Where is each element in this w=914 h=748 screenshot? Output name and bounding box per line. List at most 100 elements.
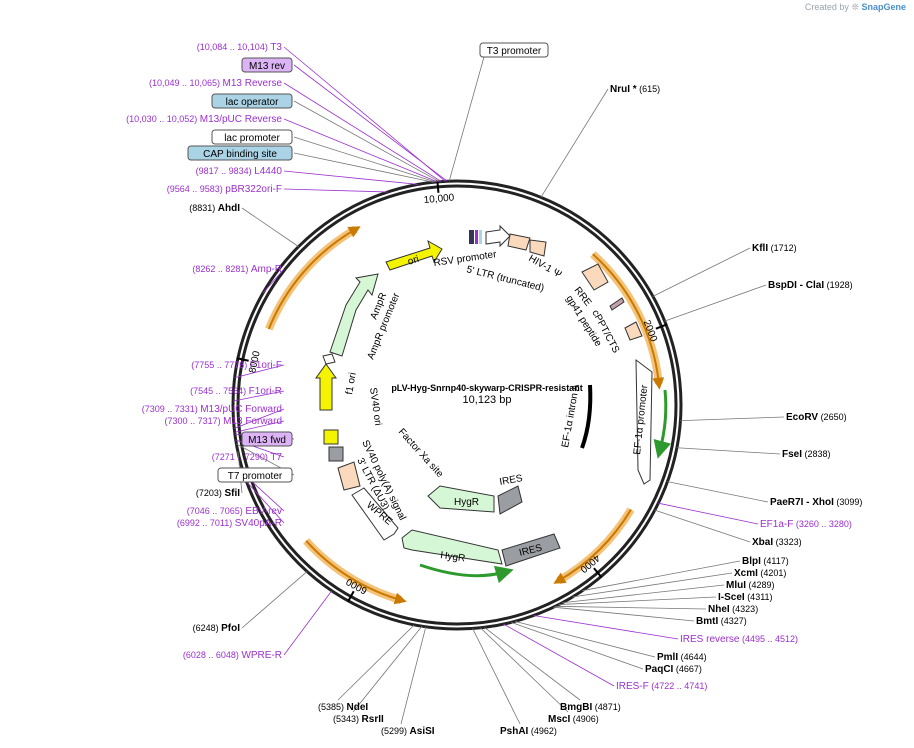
leader-line — [540, 88, 609, 198]
enzyme-label-kfli[interactable]: KflI (1712) — [752, 243, 797, 254]
enzyme-label-pshai[interactable]: PshAI (4962) — [500, 726, 557, 737]
feature-amprprom[interactable] — [322, 353, 336, 365]
feature-wpre[interactable] — [351, 487, 399, 541]
leader-line — [555, 605, 707, 610]
feature-label-cap[interactable]: CAP binding site — [203, 149, 277, 160]
enzyme-label-ndei[interactable]: (5385) NdeI — [318, 702, 368, 713]
primer-label-ebv[interactable]: (7046 .. 7065) EBV-rev — [187, 506, 282, 517]
enzyme-label-nhei[interactable]: NheI (4323) — [708, 604, 758, 615]
backbone-inner-ring — [236, 184, 678, 626]
primer-label-ef1af[interactable]: EF1a-F (3260 .. 3280) — [760, 519, 852, 530]
enzyme-label-pfoi[interactable]: (6248) PfoI — [193, 623, 241, 634]
feature-ltr3[interactable] — [337, 461, 361, 491]
feature-sv40ori[interactable] — [323, 429, 339, 445]
feature-ampr[interactable] — [329, 273, 379, 357]
feature-label-box — [211, 93, 293, 109]
feature-hiv[interactable] — [529, 239, 547, 257]
leader-line — [241, 571, 308, 629]
enzyme-label-bmti[interactable]: BmtI (4327) — [696, 616, 747, 627]
primer-label-f1r[interactable]: (7545 .. 7564) F1ori-R — [190, 386, 282, 397]
enzyme-label-bspdi[interactable]: BspDI - ClaI (1928) — [768, 280, 853, 291]
enzyme-label-nrui[interactable]: NruI * (615) — [610, 84, 660, 95]
orf-arrow — [267, 226, 361, 330]
feature-ef1intron[interactable] — [580, 384, 593, 449]
feature-gp41[interactable] — [609, 297, 625, 311]
leader-line — [503, 623, 615, 687]
feature-f1ori-label: f1 ori — [344, 372, 359, 396]
primer-label-ampr[interactable]: (8262 .. 8281) Amp-R — [192, 264, 282, 275]
feature-green-orf-right — [653, 389, 672, 459]
leader-line — [658, 502, 759, 525]
leader-line — [283, 590, 333, 656]
leader-line — [262, 268, 285, 294]
backbone — [231, 179, 683, 631]
primer-label-m13pf[interactable]: (7309 .. 7331) M13/pUC Forward — [142, 404, 282, 415]
leader-line — [480, 627, 569, 713]
primer-label-iresf[interactable]: IRES-F (4722 .. 4741) — [616, 681, 707, 692]
enzyme-label-paer7i[interactable]: PaeR7I - XhoI (3099) — [770, 497, 862, 508]
leader-line — [293, 100, 440, 183]
feature-rsv-label: RSV promoter — [433, 249, 498, 269]
feature-ires-1[interactable] — [497, 485, 523, 515]
feature-label-t3-promoter[interactable]: T3 promoter — [487, 46, 542, 57]
primer-label-m13f[interactable]: (7300 .. 7317) M13 Forward — [165, 416, 282, 427]
leader-line — [676, 447, 781, 455]
credit-prefix: Created by — [804, 2, 849, 12]
feature-label-t7prom[interactable]: T7 promoter — [228, 471, 283, 482]
leader-line — [400, 626, 427, 725]
primer-label-pbr[interactable]: (9564 .. 9583) pBR322ori-F — [167, 184, 282, 195]
primer-label-t7[interactable]: (7271 .. 7290) T7 — [212, 452, 283, 463]
tick-label: 10,000 — [423, 192, 455, 206]
primer-label-sv40pa[interactable]: (6992 .. 7011) SV40pA-R — [177, 518, 282, 529]
primer-label-iresrev[interactable]: IRES reverse (4495 .. 4512) — [680, 634, 798, 645]
feature-ires-2[interactable] — [501, 533, 561, 567]
feature-rre[interactable] — [581, 263, 609, 291]
enzyme-label-rsrii[interactable]: (5343) RsrII — [333, 714, 384, 725]
tick-label: 8000 — [247, 350, 262, 374]
feature-label-lacop[interactable]: lac operator — [226, 97, 279, 108]
feature-green-orf-lower — [419, 563, 514, 584]
feature-rsv[interactable] — [485, 224, 511, 248]
feature-ef1a-promoter[interactable] — [635, 358, 653, 485]
primer-label-m13reverse[interactable]: (10,049 .. 10,065) M13 Reverse — [149, 78, 282, 89]
feature-label-lacprom[interactable]: lac promoter — [224, 133, 280, 144]
feature-hygr-1-label: HygR — [454, 497, 479, 508]
enzyme-label-xbai[interactable]: XbaI (3323) — [752, 537, 802, 548]
feature-label-m13rev[interactable]: M13 rev — [249, 61, 285, 72]
feature-ltr5[interactable] — [507, 233, 531, 251]
enzyme-label-iscei[interactable]: I-SceI (4311) — [718, 592, 773, 603]
enzyme-label-pmli[interactable]: PmlI (4644) — [657, 652, 707, 663]
snapgene-credit: Created by ❊ SnapGene — [805, 2, 906, 13]
enzyme-label-blpi[interactable]: BlpI (4117) — [742, 556, 789, 567]
enzyme-label-ahdi[interactable]: (8831) AhdI — [189, 203, 240, 214]
enzyme-label-sfii[interactable]: (7203) SfiI — [196, 488, 240, 499]
backbone-outer-ring — [231, 179, 683, 631]
enzyme-label-paqci[interactable]: PaqCI (4667) — [645, 664, 702, 675]
feature-hygr-2[interactable] — [401, 529, 503, 565]
leader-line — [448, 56, 485, 182]
enzyme-label-msci[interactable]: MscI (4906) — [548, 714, 599, 725]
primer-label-f1f[interactable]: (7755 .. 7776) F1ori-F — [191, 360, 282, 371]
feature-sv40pa-box[interactable] — [328, 446, 344, 462]
enzyme-label-asisi[interactable]: (5299) AsiSI — [381, 726, 435, 737]
feature-f1ori[interactable] — [315, 363, 337, 411]
enzyme-label-xcmi[interactable]: XcmI (4201) — [734, 568, 786, 579]
enzyme-label-mlui[interactable]: MluI (4289) — [726, 580, 775, 591]
leader-line — [232, 390, 285, 402]
primer-label-wpre[interactable]: (6028 .. 6048) WPRE-R — [183, 650, 282, 661]
feature-ori[interactable] — [385, 239, 443, 271]
feature-ires-1-label: IRES — [499, 473, 524, 488]
leader-line — [241, 207, 299, 247]
enzyme-label-bmgbi[interactable]: BmgBI (4871) — [560, 702, 621, 713]
primer-label-l4440[interactable]: (9817 .. 9834) L4440 — [196, 166, 283, 177]
primer-label-t3[interactable]: (10,084 .. 10,104) T3 — [197, 42, 283, 53]
enzyme-label-fsei[interactable]: FseI (2838) — [782, 449, 831, 460]
feature-factorxa-label: Factor Xa site — [396, 427, 446, 481]
feature-hygr-1[interactable] — [427, 485, 495, 513]
feature-cppt[interactable] — [624, 321, 643, 341]
orf-arrow — [592, 253, 665, 390]
primer-label-m13puc[interactable]: (10,030 .. 10,052) M13/pUC Reverse — [126, 114, 282, 125]
feature-label-m13fwd[interactable]: M13 fwd — [248, 435, 286, 446]
enzyme-label-ecorv[interactable]: EcoRV (2650) — [786, 412, 847, 423]
leader-line — [652, 247, 751, 297]
